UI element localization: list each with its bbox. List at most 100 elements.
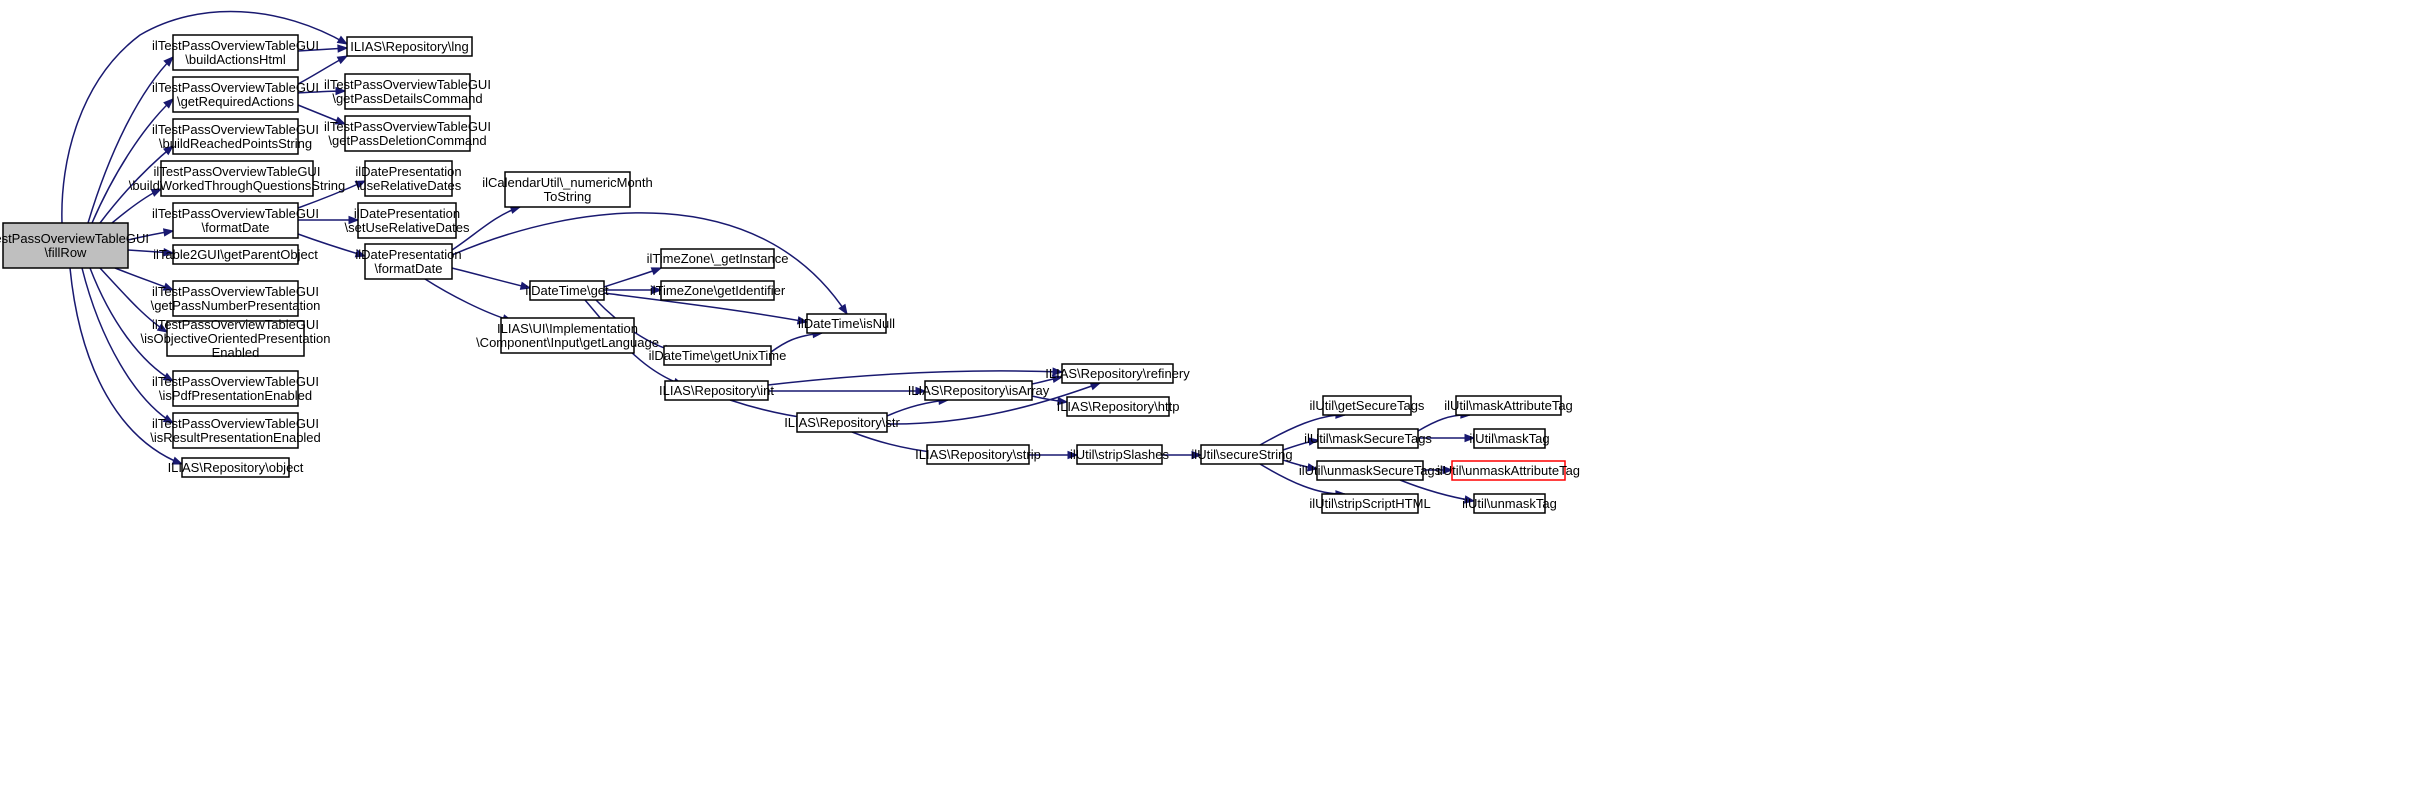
node-unmaskSecureTags[interactable]: ilUtil\unmaskSecureTags — [1299, 460, 1442, 481]
edge-fillRow-isObjectiveOriented — [99, 267, 169, 333]
node-label: ilUtil\unmaskAttributeTag — [1437, 463, 1580, 478]
edge-line — [424, 278, 513, 322]
node-label: \getPassDetailsCommand — [332, 91, 482, 106]
node-label: ilUtil\maskTag — [1469, 431, 1549, 446]
edge-formatDatePres-isNull — [451, 212, 848, 316]
node-unmaskTag[interactable]: ilUtil\unmaskTag — [1462, 493, 1557, 514]
node-getLanguage[interactable]: ILIAS\UI\Implementation\Component\Input\… — [476, 317, 659, 354]
node-stripSlashes[interactable]: ilUtil\stripSlashes — [1070, 444, 1169, 465]
node-box — [529, 280, 605, 301]
node-stripScriptHTML[interactable]: ilUtil\stripScriptHTML — [1309, 493, 1431, 514]
node-strip[interactable]: ILIAS\Repository\strip — [915, 444, 1041, 465]
node-maskSecureTags[interactable]: ilUtil\maskSecureTags — [1304, 428, 1432, 449]
node-label: ILIAS\Repository\object — [168, 460, 304, 475]
edge-stripSlashes-secureString — [1161, 450, 1203, 460]
edge-unmaskSecureTags-unmaskAttributeTag — [1423, 465, 1454, 475]
node-isArray[interactable]: ILIAS\Repository\isArray — [908, 380, 1050, 401]
node-getPassNumberPresentation[interactable]: ilTestPassOverviewTableGUI\getPassNumber… — [151, 280, 321, 317]
node-getPassDeletionCommand[interactable]: ilTestPassOverviewTableGUI\getPassDeleti… — [324, 115, 491, 152]
node-isObjectiveOriented[interactable]: ilTestPassOverviewTableGUI\isObjectiveOr… — [140, 317, 330, 360]
node-label: ilUtil\maskSecureTags — [1304, 431, 1432, 446]
node-label: ilCalendarUtil\_numericMonth — [482, 175, 653, 190]
node-lng[interactable]: ILIAS\Repository\lng — [346, 36, 473, 57]
node-useRelativeDates[interactable]: ilDatePresentation\useRelativeDates — [355, 160, 462, 197]
node-getInstance[interactable]: ilTimeZone\_getInstance — [647, 248, 789, 269]
node-isPdfPresentationEnabled[interactable]: ilTestPassOverviewTableGUI\isPdfPresenta… — [152, 370, 319, 407]
edge-line — [767, 370, 1063, 386]
node-label: ilDateTime\get — [525, 283, 609, 298]
node-unmaskAttributeTag[interactable]: ilUtil\unmaskAttributeTag — [1437, 460, 1580, 481]
node-buildWorkedThroughQuestionsString[interactable]: ilTestPassOverviewTableGUI\buildWorkedTh… — [129, 160, 346, 197]
edge-line — [91, 98, 174, 224]
node-secureString[interactable]: ilUtil\secureString — [1191, 444, 1293, 465]
node-box — [181, 457, 290, 478]
node-refinery[interactable]: ILIAS\Repository\refinery — [1045, 363, 1190, 384]
node-buildActionsHtml[interactable]: ilTestPassOverviewTableGUI\buildActionsH… — [152, 34, 319, 71]
node-int[interactable]: ILIAS\Repository\int — [659, 380, 774, 401]
edge-line — [451, 212, 848, 315]
node-box — [364, 160, 453, 197]
nodes-layer: ilTestPassOverviewTableGUI\fillRowilTest… — [0, 34, 1580, 514]
node-getPassDetailsCommand[interactable]: ilTestPassOverviewTableGUI\getPassDetail… — [324, 73, 491, 110]
node-label: ilTestPassOverviewTableGUI — [152, 80, 319, 95]
node-getUnixTime[interactable]: ilDateTime\getUnixTime — [649, 345, 787, 366]
node-label: \isPdfPresentationEnabled — [159, 388, 312, 403]
edge-maskSecureTags-maskTag — [1417, 433, 1476, 443]
edge-secureString-maskSecureTags — [1282, 437, 1320, 451]
node-box — [1473, 428, 1546, 449]
node-buildReachedPointsString[interactable]: ilTestPassOverviewTableGUI\buildReachedP… — [152, 118, 319, 155]
node-getRequiredActions[interactable]: ilTestPassOverviewTableGUI\getRequiredAc… — [152, 76, 319, 113]
edge-fillRow-getPassNumberPresentation — [114, 267, 175, 291]
node-maskTag[interactable]: ilUtil\maskTag — [1469, 428, 1550, 449]
edge-unmaskSecureTags-unmaskTag — [1399, 479, 1476, 504]
node-box — [924, 380, 1033, 401]
node-dtGet[interactable]: ilDateTime\get — [525, 280, 609, 301]
node-box — [1076, 444, 1163, 465]
node-getIdentifier[interactable]: ilTimeZone\getIdentifier — [650, 280, 786, 301]
arrowhead-icon — [519, 281, 532, 290]
node-label: ilUtil\stripScriptHTML — [1309, 496, 1430, 511]
node-formatDatePres[interactable]: ilDatePresentation\formatDate — [355, 243, 462, 280]
arrowhead-icon — [162, 414, 175, 424]
node-getSecureTags[interactable]: ilUtil\getSecureTags — [1310, 395, 1425, 416]
node-box — [1066, 396, 1170, 417]
node-object[interactable]: ILIAS\Repository\object — [168, 457, 304, 478]
edge-line — [81, 267, 174, 424]
arrowhead-icon — [1463, 495, 1476, 504]
node-box — [2, 222, 129, 269]
node-label: ILIAS\Repository\refinery — [1045, 366, 1190, 381]
arrowhead-icon — [1051, 374, 1064, 384]
node-str[interactable]: ILIAS\Repository\str — [784, 412, 900, 433]
arrowhead-icon — [1191, 450, 1203, 460]
node-isNull[interactable]: ilDateTime\isNull — [798, 313, 895, 334]
node-setUseRelativeDates[interactable]: ilDatePresentation\setUseRelativeDates — [345, 202, 470, 239]
node-label: ilTimeZone\_getInstance — [647, 251, 789, 266]
node-label: ilUtil\getSecureTags — [1310, 398, 1425, 413]
edge-fillRow-formatDateGUI — [127, 228, 175, 241]
node-http[interactable]: ILIAS\Repository\http — [1057, 396, 1180, 417]
node-label: ilTimeZone\getIdentifier — [650, 283, 786, 298]
node-label: ilUtil\secureString — [1191, 447, 1292, 462]
node-label: ILIAS\Repository\http — [1057, 399, 1180, 414]
node-box — [660, 280, 775, 301]
node-formatDateGUI[interactable]: ilTestPassOverviewTableGUI\formatDate — [152, 202, 319, 239]
edge-formatDateGUI-useRelativeDates — [297, 180, 367, 209]
edge-line — [603, 292, 808, 323]
node-fillRow[interactable]: ilTestPassOverviewTableGUI\fillRow — [0, 222, 149, 269]
arrowhead-icon — [150, 188, 163, 197]
node-isResultPresentationEnabled[interactable]: ilTestPassOverviewTableGUI\isResultPrese… — [150, 412, 321, 449]
edge-fillRow-buildReachedPointsString — [99, 145, 175, 224]
node-getParentObject[interactable]: ilTable2GUI\getParentObject — [153, 244, 318, 265]
edge-line — [69, 267, 183, 465]
edge-fillRow-isPdfPresentationEnabled — [89, 267, 175, 382]
arrowhead-icon — [162, 145, 175, 156]
edge-dtGet-getInstance — [603, 267, 663, 288]
edge-fillRow-buildWorkedThroughQuestionsString — [111, 188, 163, 224]
node-maskAttributeTag[interactable]: ilUtil\maskAttributeTag — [1444, 395, 1573, 416]
arrowhead-icon — [163, 248, 175, 257]
node-box — [663, 345, 772, 366]
node-label: ilUtil\unmaskSecureTags — [1299, 463, 1442, 478]
node-box — [1061, 363, 1174, 384]
edge-dtGet-isNull — [603, 292, 809, 325]
